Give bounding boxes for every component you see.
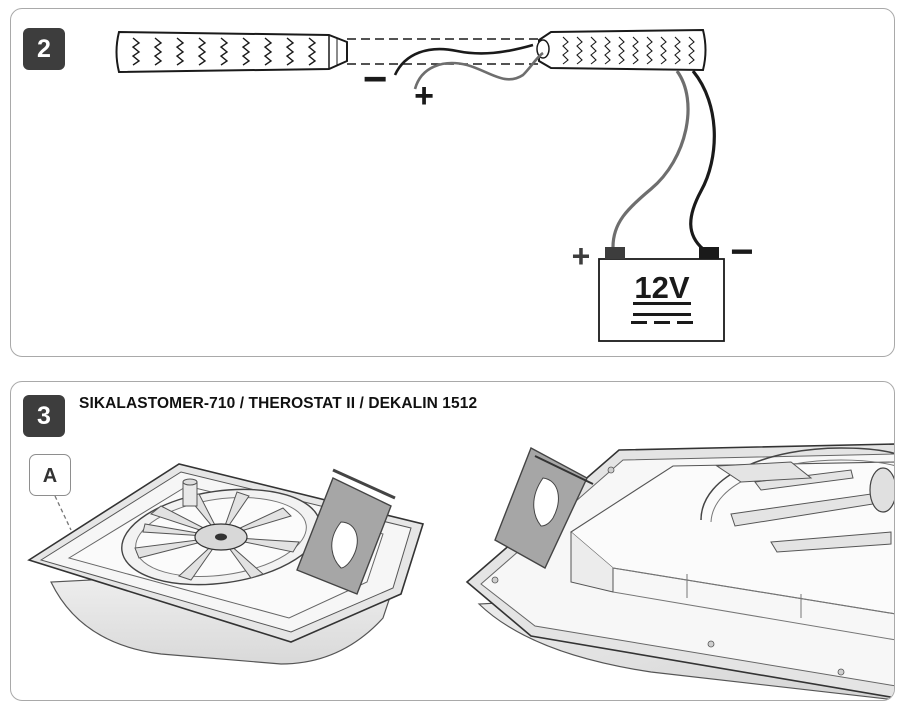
sealant-flap-right — [494, 447, 594, 569]
dashed-connection — [347, 38, 539, 65]
cable-right — [536, 28, 707, 72]
battery-voltage-label: 12V — [634, 270, 689, 305]
wiring-diagram: 12V − + + − — [115, 28, 754, 342]
step-3-badge: 3 — [23, 395, 65, 437]
vent-unit-left — [27, 463, 425, 665]
step-2-badge: 2 — [23, 28, 65, 70]
battery-plus-label: + — [572, 238, 591, 274]
sealant-flap-left — [296, 468, 396, 595]
callout-a: A — [29, 454, 71, 496]
loose-wire-positive — [413, 51, 544, 90]
battery-wire-positive — [611, 70, 690, 248]
vent-unit-right-closeup — [465, 443, 894, 700]
dc-symbol — [631, 313, 693, 324]
sealant-products-caption: SIKALASTOMER-710 / THEROSTAT II / DEKALI… — [79, 395, 478, 412]
battery-terminal-negative — [699, 247, 719, 259]
installation-illustration — [27, 443, 894, 700]
battery-minus-label: − — [730, 230, 753, 274]
plus-wire-label: + — [414, 77, 434, 115]
minus-wire-label: − — [363, 55, 388, 102]
battery: 12V — [598, 247, 725, 342]
cable-left — [115, 30, 348, 74]
loose-wire-negative — [393, 43, 534, 76]
callout-leader — [54, 495, 72, 531]
battery-wire-negative — [689, 69, 716, 251]
step-2-panel: 2 — [10, 8, 895, 357]
battery-terminal-positive — [605, 247, 625, 259]
step-3-panel: 3 SIKALASTOMER-710 / THEROSTAT II / DEKA… — [10, 381, 895, 701]
